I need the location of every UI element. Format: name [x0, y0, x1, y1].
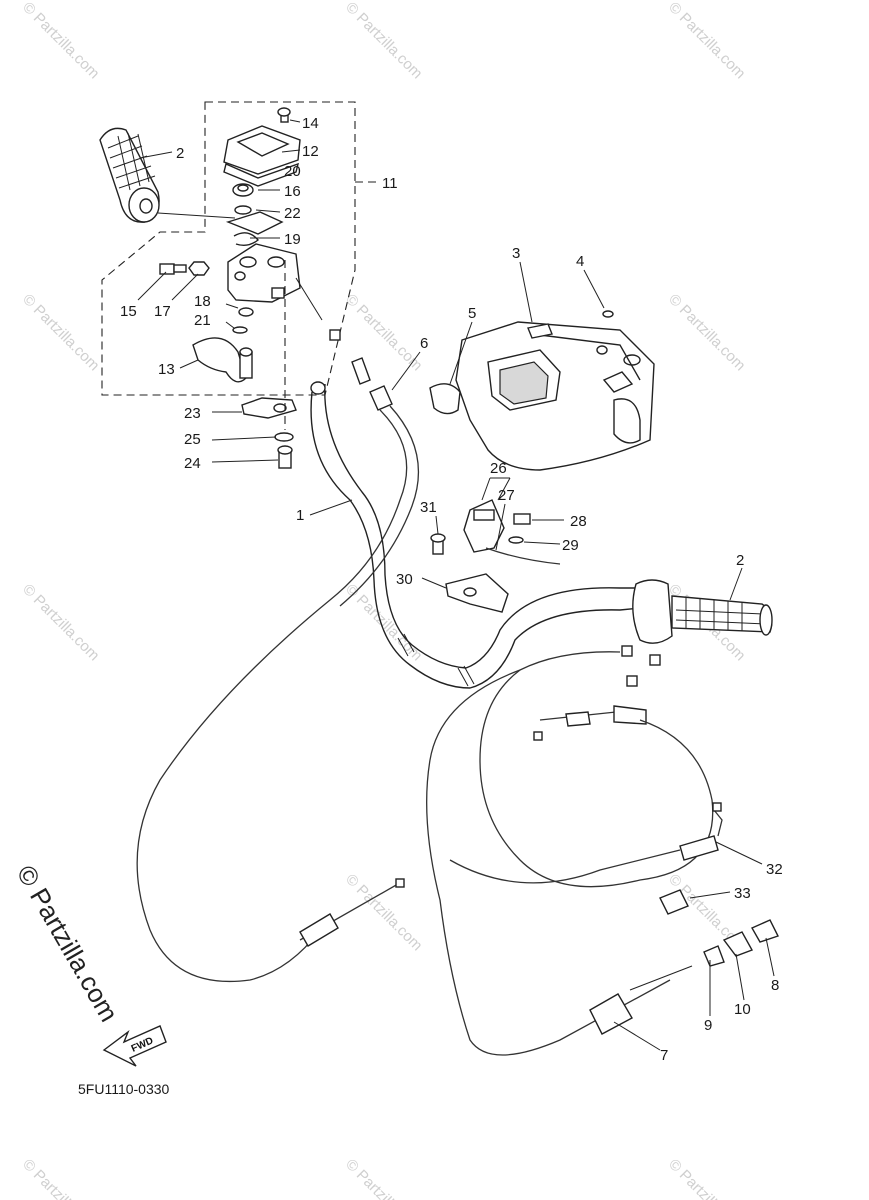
watermark: © Partzilla.com — [342, 1156, 425, 1200]
diagram-code: 5FU1110-0330 — [78, 1081, 170, 1097]
watermark: © Partzilla.com — [665, 1156, 748, 1200]
callout-27: 27 — [498, 487, 515, 504]
watermark: © Partzilla.com — [19, 1156, 102, 1200]
watermark: © Partzilla.com — [665, 291, 748, 374]
callout-12: 12 — [302, 143, 319, 160]
callout-19: 19 — [284, 231, 301, 248]
callout-23: 23 — [184, 405, 201, 422]
callout-10: 10 — [734, 1001, 751, 1018]
headlight-cover — [429, 310, 655, 471]
callout-11: 11 — [382, 175, 398, 192]
throttle-lever-13 — [192, 307, 254, 383]
callout-1: 1 — [296, 507, 304, 524]
throttle-cover — [223, 107, 301, 187]
right-grip — [632, 579, 773, 644]
callout-4: 4 — [576, 253, 584, 270]
callout-6: 6 — [420, 335, 428, 352]
callout-15: 15 — [120, 303, 137, 320]
switch-assembly — [430, 499, 561, 613]
callout-30: 30 — [396, 571, 413, 588]
throttle-housing — [227, 243, 323, 321]
callout-21: 21 — [194, 312, 211, 329]
handlebar — [310, 381, 641, 689]
callout-20: 20 — [284, 163, 301, 180]
left-grip — [99, 127, 236, 223]
callout-17: 17 — [154, 303, 171, 320]
callout-2: 2 — [176, 145, 184, 162]
watermark: © Partzilla.com — [19, 581, 102, 664]
callout-14: 14 — [302, 115, 319, 132]
watermark: © Partzilla.com — [19, 291, 102, 374]
callout-13: 13 — [158, 361, 175, 378]
callout-31: 31 — [420, 499, 437, 516]
callout-28: 28 — [570, 513, 587, 530]
throttle-cable — [136, 329, 419, 983]
callout-2: 2 — [736, 552, 744, 569]
clamp-23-bolt-24 — [241, 260, 297, 469]
leader-lines — [137, 119, 775, 1051]
fwd-arrow-icon: FWD — [102, 1025, 167, 1067]
callout-5: 5 — [468, 305, 476, 322]
callout-24: 24 — [184, 455, 201, 472]
throttle-small-parts — [225, 183, 284, 247]
callout-26: 26 — [490, 460, 507, 477]
callout-9: 9 — [704, 1017, 712, 1034]
callout-32: 32 — [766, 861, 783, 878]
callout-labels: 1 2 2 3 4 5 6 7 8 9 10 11 12 13 14 15 16… — [120, 115, 783, 1064]
throttle-bolts-15-17 — [159, 261, 210, 276]
callout-33: 33 — [734, 885, 751, 902]
watermark: © Partzilla.com — [342, 0, 425, 82]
callout-25: 25 — [184, 431, 201, 448]
callout-8: 8 — [771, 977, 779, 994]
watermark: © Partzilla.com — [342, 871, 425, 954]
assembly-boundary-11 — [101, 101, 356, 396]
brand-watermark: © Partzilla.com — [11, 860, 125, 1027]
callout-7: 7 — [660, 1047, 668, 1064]
callout-18: 18 — [194, 293, 211, 310]
callout-22: 22 — [284, 205, 301, 222]
callout-29: 29 — [562, 537, 579, 554]
watermark: © Partzilla.com — [19, 0, 102, 82]
lower-cables — [299, 645, 779, 1056]
watermark: © Partzilla.com — [665, 0, 748, 82]
callout-16: 16 — [284, 183, 301, 200]
callout-3: 3 — [512, 245, 520, 262]
